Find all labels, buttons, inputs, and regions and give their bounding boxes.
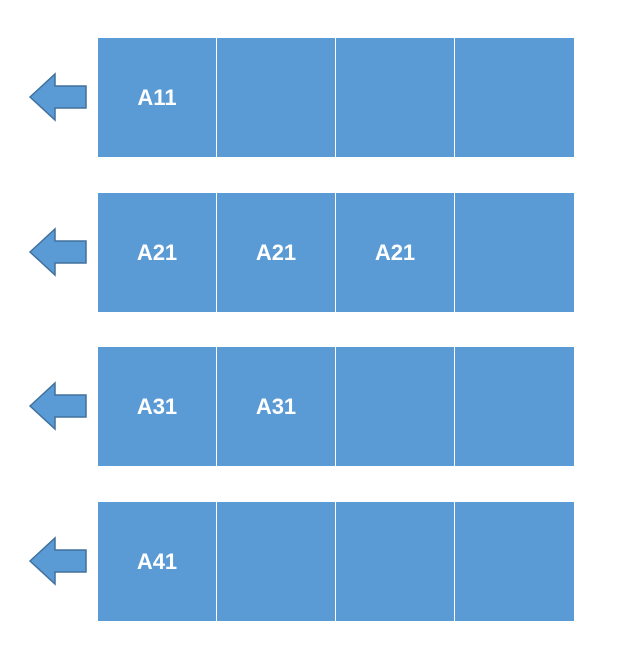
cell: A21 [217, 193, 335, 312]
cell: A41 [98, 502, 216, 621]
cell: A21 [336, 193, 454, 312]
cell [455, 347, 574, 466]
queue-row-1: A11 [0, 38, 617, 157]
cell [336, 38, 454, 157]
queue-row-4: A41 [0, 502, 617, 621]
cell: A21 [98, 193, 216, 312]
queue-row-3: A31 A31 [0, 347, 617, 466]
cell [336, 502, 454, 621]
left-arrow-icon [28, 72, 87, 122]
cell [455, 38, 574, 157]
left-arrow-icon [28, 381, 87, 431]
cell: A31 [217, 347, 335, 466]
cell-group: A31 A31 [98, 347, 575, 466]
left-arrow-icon [28, 536, 87, 586]
cell-group: A21 A21 A21 [98, 193, 575, 312]
cell [455, 502, 574, 621]
cell [455, 193, 574, 312]
cell [217, 38, 335, 157]
cell [217, 502, 335, 621]
cell: A31 [98, 347, 216, 466]
cell [336, 347, 454, 466]
left-arrow-icon [28, 227, 87, 277]
cell-group: A11 [98, 38, 575, 157]
queue-row-2: A21 A21 A21 [0, 193, 617, 312]
cell-group: A41 [98, 502, 575, 621]
cell: A11 [98, 38, 216, 157]
